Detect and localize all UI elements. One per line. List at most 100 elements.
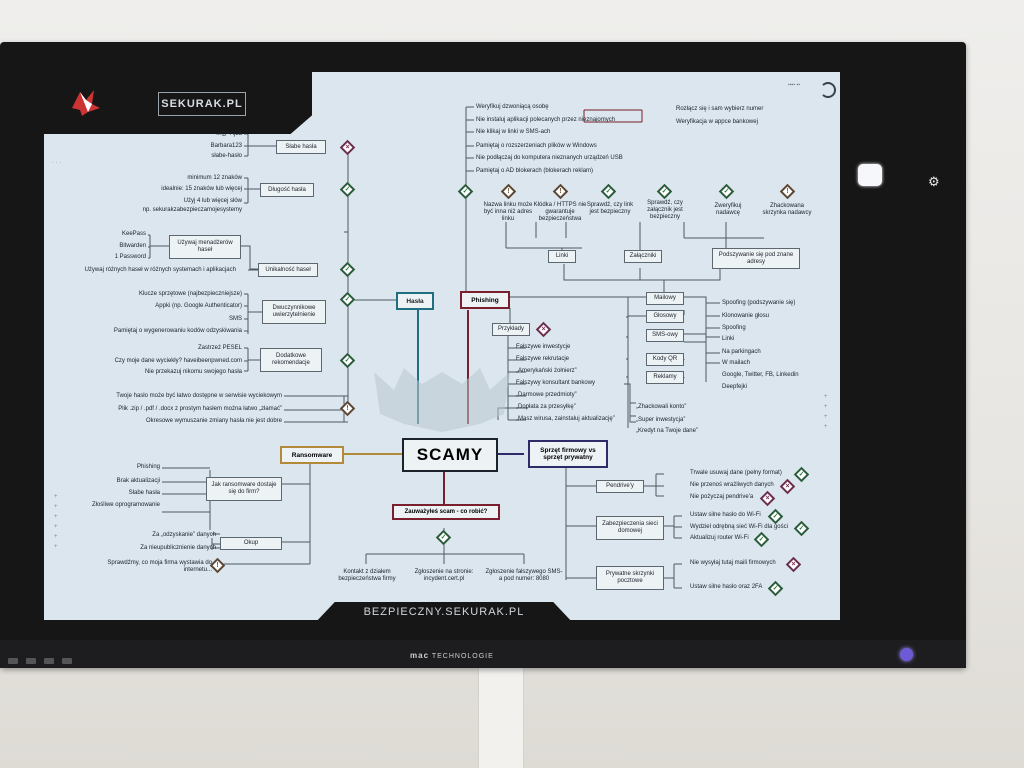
phishing-tip: Nie klikaj w linki w SMS-ach	[476, 129, 551, 135]
ransomware-hub[interactable]: Ransomware	[280, 446, 344, 464]
attachments-node[interactable]: Załączniki	[624, 250, 662, 263]
tv-button[interactable]	[8, 658, 18, 664]
channel-mail-node[interactable]: Mailowy	[646, 292, 684, 305]
sender-tip: Zhackowana skrzynka nadawcy	[762, 203, 812, 216]
phishing-tip: Pamiętaj o AD blokerach (blokerach rekla…	[476, 168, 594, 174]
length-tip: minimum 12 znaków	[187, 175, 242, 181]
tv-brand-sub: TECHNOLOGIE	[431, 653, 494, 660]
top-right-label: ▪▪▪▪ ▪▪	[788, 82, 801, 88]
pendrive-tip: Nie pożyczaj pendrive'a	[690, 494, 754, 500]
gear-icon[interactable]: ⚙	[928, 174, 940, 189]
ads-threat: Google, Twitter, FB, Linkedin	[722, 372, 799, 378]
report-step: Zgłoszenie na stronie: incydent.cert.pl	[414, 569, 474, 582]
examples-node[interactable]: Przykłady	[492, 323, 530, 336]
link-tip: Nazwa linku może być inna niż adres link…	[483, 202, 533, 222]
channel-sms-node[interactable]: SMS-owy	[646, 329, 684, 342]
phishing-tip: Nie instaluj aplikacji polecanych przez …	[476, 117, 616, 123]
ransomware-vector: Złośliwe oprogramowanie	[91, 502, 160, 508]
link-tip: Sprawdź, czy link jest bezpieczny	[586, 202, 634, 215]
scam-example: „Amerykański żołnierz”	[516, 368, 577, 374]
private-mail-node[interactable]: Prywatne skrzynki pocztowe	[596, 566, 664, 590]
mfa-method: Appki (np. Google Authenticator)	[155, 303, 242, 309]
hasla-hub[interactable]: Hasła	[396, 292, 434, 310]
channel-qr-node[interactable]: Kody QR	[646, 353, 684, 366]
weak-passwords-node[interactable]: Słabe hasła	[276, 140, 326, 154]
password-warning: Twoje hasło może być łatwo dostępne w se…	[116, 393, 282, 399]
password-manager-example: KeePass	[121, 231, 146, 237]
channel-voice-node[interactable]: Głosowy	[646, 310, 684, 323]
password-manager-example: Bitwarden	[119, 243, 146, 249]
ransom-reason: Za nieupublicznienie danych	[140, 545, 216, 551]
phishing-tip: Weryfikuj dzwoniącą osobę	[476, 104, 549, 110]
password-warning: Okresowe wymuszanie zmiany hasła nie jes…	[145, 418, 282, 424]
ransomware-vector: Słabe hasła	[128, 490, 160, 496]
scam-example: Fałszywe rekrutacje	[516, 356, 570, 362]
tv-brand-name: mac	[410, 651, 430, 660]
weak-password-example: x!@^Aj2a	[216, 131, 242, 137]
home-network-tip: Ustaw silne hasło do Wi-Fi	[690, 512, 761, 518]
home-network-node[interactable]: Zabezpieczenia sieci domowej	[596, 516, 664, 540]
ransom-node[interactable]: Okup	[220, 537, 282, 550]
sekurak-logo-icon	[72, 90, 100, 116]
tv-bottom-bezel	[0, 640, 966, 668]
scam-example: Fałszywy konsultant bankowy	[516, 380, 596, 386]
exposure-check: Sprawdźmy, co moja firma wystawia do int…	[107, 560, 212, 573]
extra-recommendations-node[interactable]: Dodatkowe rekomendacje	[260, 348, 322, 372]
pendrive-node[interactable]: Pendrive'y	[596, 480, 644, 493]
mindmap-connectors	[148, 106, 764, 589]
tv-button[interactable]	[26, 658, 36, 664]
mfa-method: Pamiętaj o wygenerowaniu kodów odzyskiwa…	[113, 328, 242, 334]
wall-cable-channel	[478, 668, 524, 768]
scam-action-hub[interactable]: Zauważyłeś scam - co robić?	[392, 504, 500, 520]
unique-passwords-tip: Używaj różnych haseł w różnych systemach…	[84, 267, 236, 273]
left-edge-marks: · · ·	[52, 160, 62, 166]
ransom-reason: Za „odzyskanie” danych	[152, 532, 216, 538]
tv-brand: mac TECHNOLOGIE	[410, 651, 494, 660]
sms-threat: Linki	[722, 336, 735, 342]
scam-example: „Masz wirusa, zainstaluj aktualizację”	[516, 416, 615, 422]
power-button[interactable]	[900, 648, 913, 661]
password-warning: Plik .zip / .pdf / .docx z prostym hasłe…	[118, 406, 282, 412]
sender-spoofing-node[interactable]: Podszywanie się pod znane adresy	[712, 248, 800, 269]
left-edge-marks: ++++++	[54, 494, 58, 550]
private-mail-tip: Nie wysyłaj tutaj maili firmowych	[690, 560, 776, 566]
ransomware-vector: Phishing	[136, 464, 160, 470]
sms-threat: Spoofing	[722, 325, 746, 331]
two-factor-node[interactable]: Dwuczynnikowe uwierzytelnienie	[262, 300, 326, 324]
center-title[interactable]: SCAMY	[402, 438, 498, 472]
footer-url[interactable]: BEZPIECZNY.SEKURAK.PL	[363, 606, 525, 618]
password-length-node[interactable]: Długość hasła	[260, 183, 314, 197]
scam-example: Fałszywe inwestycje	[516, 344, 571, 350]
weak-password-example: słabe-hasło	[211, 153, 242, 159]
tv-button[interactable]	[62, 658, 72, 664]
password-manager-example: 1 Password	[114, 254, 146, 260]
mfa-method: Klucze sprzętowe (najbezpieczniejsze)	[138, 291, 242, 297]
phishing-tip: Pamiętaj o rozszerzeniach plików w Windo…	[476, 143, 597, 149]
voice-threat: Klonowanie głosu	[722, 313, 770, 319]
pendrive-tip: Trwale usuwaj dane (pełny format)	[690, 470, 782, 476]
voice-threat: Spoofing (podszywanie się)	[722, 300, 796, 306]
channel-ads-node[interactable]: Reklamy	[646, 371, 684, 384]
ads-threat: Deepfejki	[722, 384, 748, 390]
hardware-hub[interactable]: Sprzęt firmowy vs sprzęt prywatny	[528, 440, 608, 468]
length-tip: np. sekurakzabezpieczamojesystemy	[142, 207, 242, 213]
length-tip: idealnie: 15 znaków lub więcej	[161, 186, 242, 192]
phishing-hub[interactable]: Phishing	[460, 291, 510, 309]
scam-example: „Dopłata za przesyłkę”	[516, 404, 576, 410]
right-edge-marks: ++++	[824, 394, 828, 430]
tv-button[interactable]	[44, 658, 54, 664]
attachment-tip: Sprawdź, czy załącznik jest bezpieczny	[647, 200, 683, 220]
use-password-managers-node[interactable]: Używaj menadżerów haseł	[169, 235, 241, 259]
links-node[interactable]: Linki	[548, 250, 576, 263]
ransomware-entry-node[interactable]: Jak ransomware dostaje się do firm?	[206, 477, 282, 501]
link-tip: Kłódka / HTTPS nie gwarantuje bezpieczeń…	[533, 202, 587, 222]
qr-threat: Na parkingach	[722, 349, 761, 355]
floating-menu-button[interactable]	[858, 164, 882, 186]
ransomware-vector: Brak aktualizacji	[116, 478, 160, 484]
scam-example: „Darmowe przedmioty”	[516, 392, 577, 398]
home-network-tip: Aktualizuj router Wi-Fi	[690, 535, 749, 541]
password-uniqueness-node[interactable]: Unikalność haseł	[258, 263, 318, 277]
extra-recommendation: Nie przekazuj nikomu swojego hasła	[144, 369, 242, 375]
length-tip: Użyj 4 lub więcej słów	[183, 198, 242, 204]
consultant-script: „Super inwestycja”	[636, 417, 686, 423]
